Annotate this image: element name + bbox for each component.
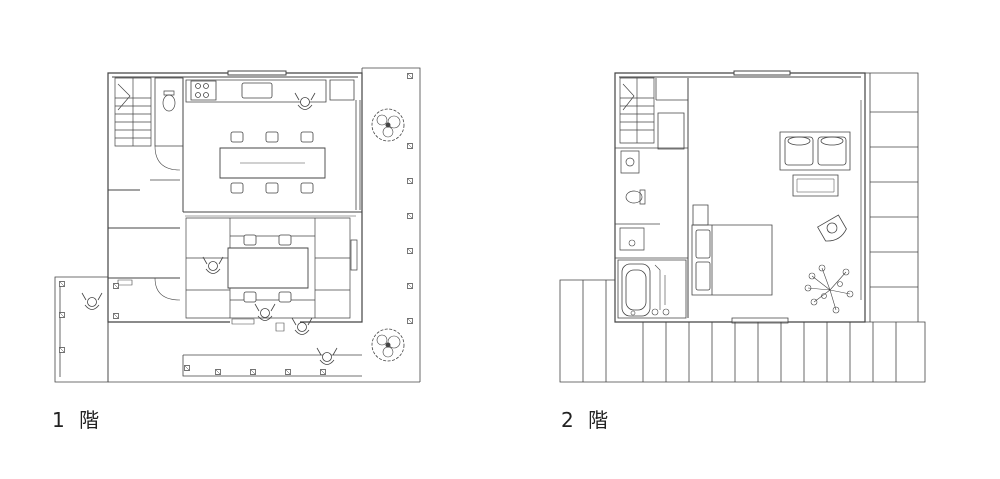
bathroom	[618, 260, 686, 318]
roof-lower	[560, 280, 925, 382]
deck-left	[55, 277, 108, 382]
person-icon	[294, 92, 316, 110]
tatami-room	[186, 218, 350, 318]
armchair	[818, 215, 849, 244]
balcony-right	[865, 73, 918, 322]
person-icon	[291, 317, 313, 335]
tree-icon	[371, 108, 405, 142]
plant-icon	[805, 265, 853, 313]
wc-room	[155, 78, 183, 146]
bathtub-icon	[622, 264, 650, 316]
person-icon	[202, 256, 224, 274]
floor-label-2f: 2 階	[561, 408, 613, 432]
staircase	[620, 78, 654, 143]
kitchen-counter	[186, 80, 354, 102]
floor-plan-1f	[55, 68, 420, 382]
bed	[692, 205, 772, 295]
floor-label-1f: 1 階	[52, 408, 104, 432]
washbasin-icon	[621, 151, 639, 173]
toilet-icon	[163, 95, 175, 111]
sink-icon	[242, 83, 272, 98]
coffee-table	[793, 175, 838, 196]
tree-icon	[371, 328, 405, 362]
deck-right	[362, 68, 420, 382]
person-icon	[316, 347, 338, 365]
toilet-icon	[626, 191, 642, 203]
outer-wall-2f	[615, 73, 865, 322]
floor-plan-2f	[560, 71, 925, 382]
person-icon	[81, 292, 103, 310]
staircase	[115, 78, 151, 146]
sofa	[780, 132, 850, 170]
low-table	[228, 248, 308, 288]
dining-table	[220, 148, 325, 178]
